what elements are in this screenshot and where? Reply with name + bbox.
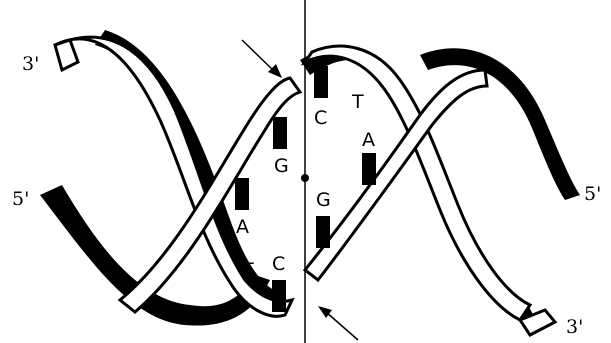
axis-center-dot (301, 174, 309, 182)
arrow-top-head (268, 64, 282, 78)
end-label-mid-right: 5' (584, 183, 601, 205)
end-label-mid-left: 5' (12, 188, 29, 210)
base-label-a-left: A (236, 216, 249, 238)
base-label-t-right: T (351, 91, 364, 113)
base-block (272, 280, 286, 312)
base-block (235, 178, 249, 210)
base-label-a-right: A (362, 129, 375, 151)
base-label-t-left: T (241, 259, 254, 281)
white-strand-right (305, 46, 530, 320)
base-label-g-right: G (316, 189, 331, 211)
end-label-top-left: 3' (22, 53, 39, 75)
base-block (316, 216, 330, 248)
end-label-bottom-right: 3' (566, 316, 583, 338)
base-label-c-bottom: C (272, 253, 285, 275)
arrow-bottom-shaft (326, 312, 358, 340)
base-block (362, 153, 376, 185)
base-label-g-left: G (274, 155, 289, 177)
white-strand-left-tip (55, 40, 78, 70)
white-strand-cross (120, 78, 300, 312)
base-block (314, 66, 328, 98)
arrow-top-shaft (242, 40, 275, 72)
base-label-c-top: C (314, 107, 327, 129)
base-block (273, 117, 287, 149)
